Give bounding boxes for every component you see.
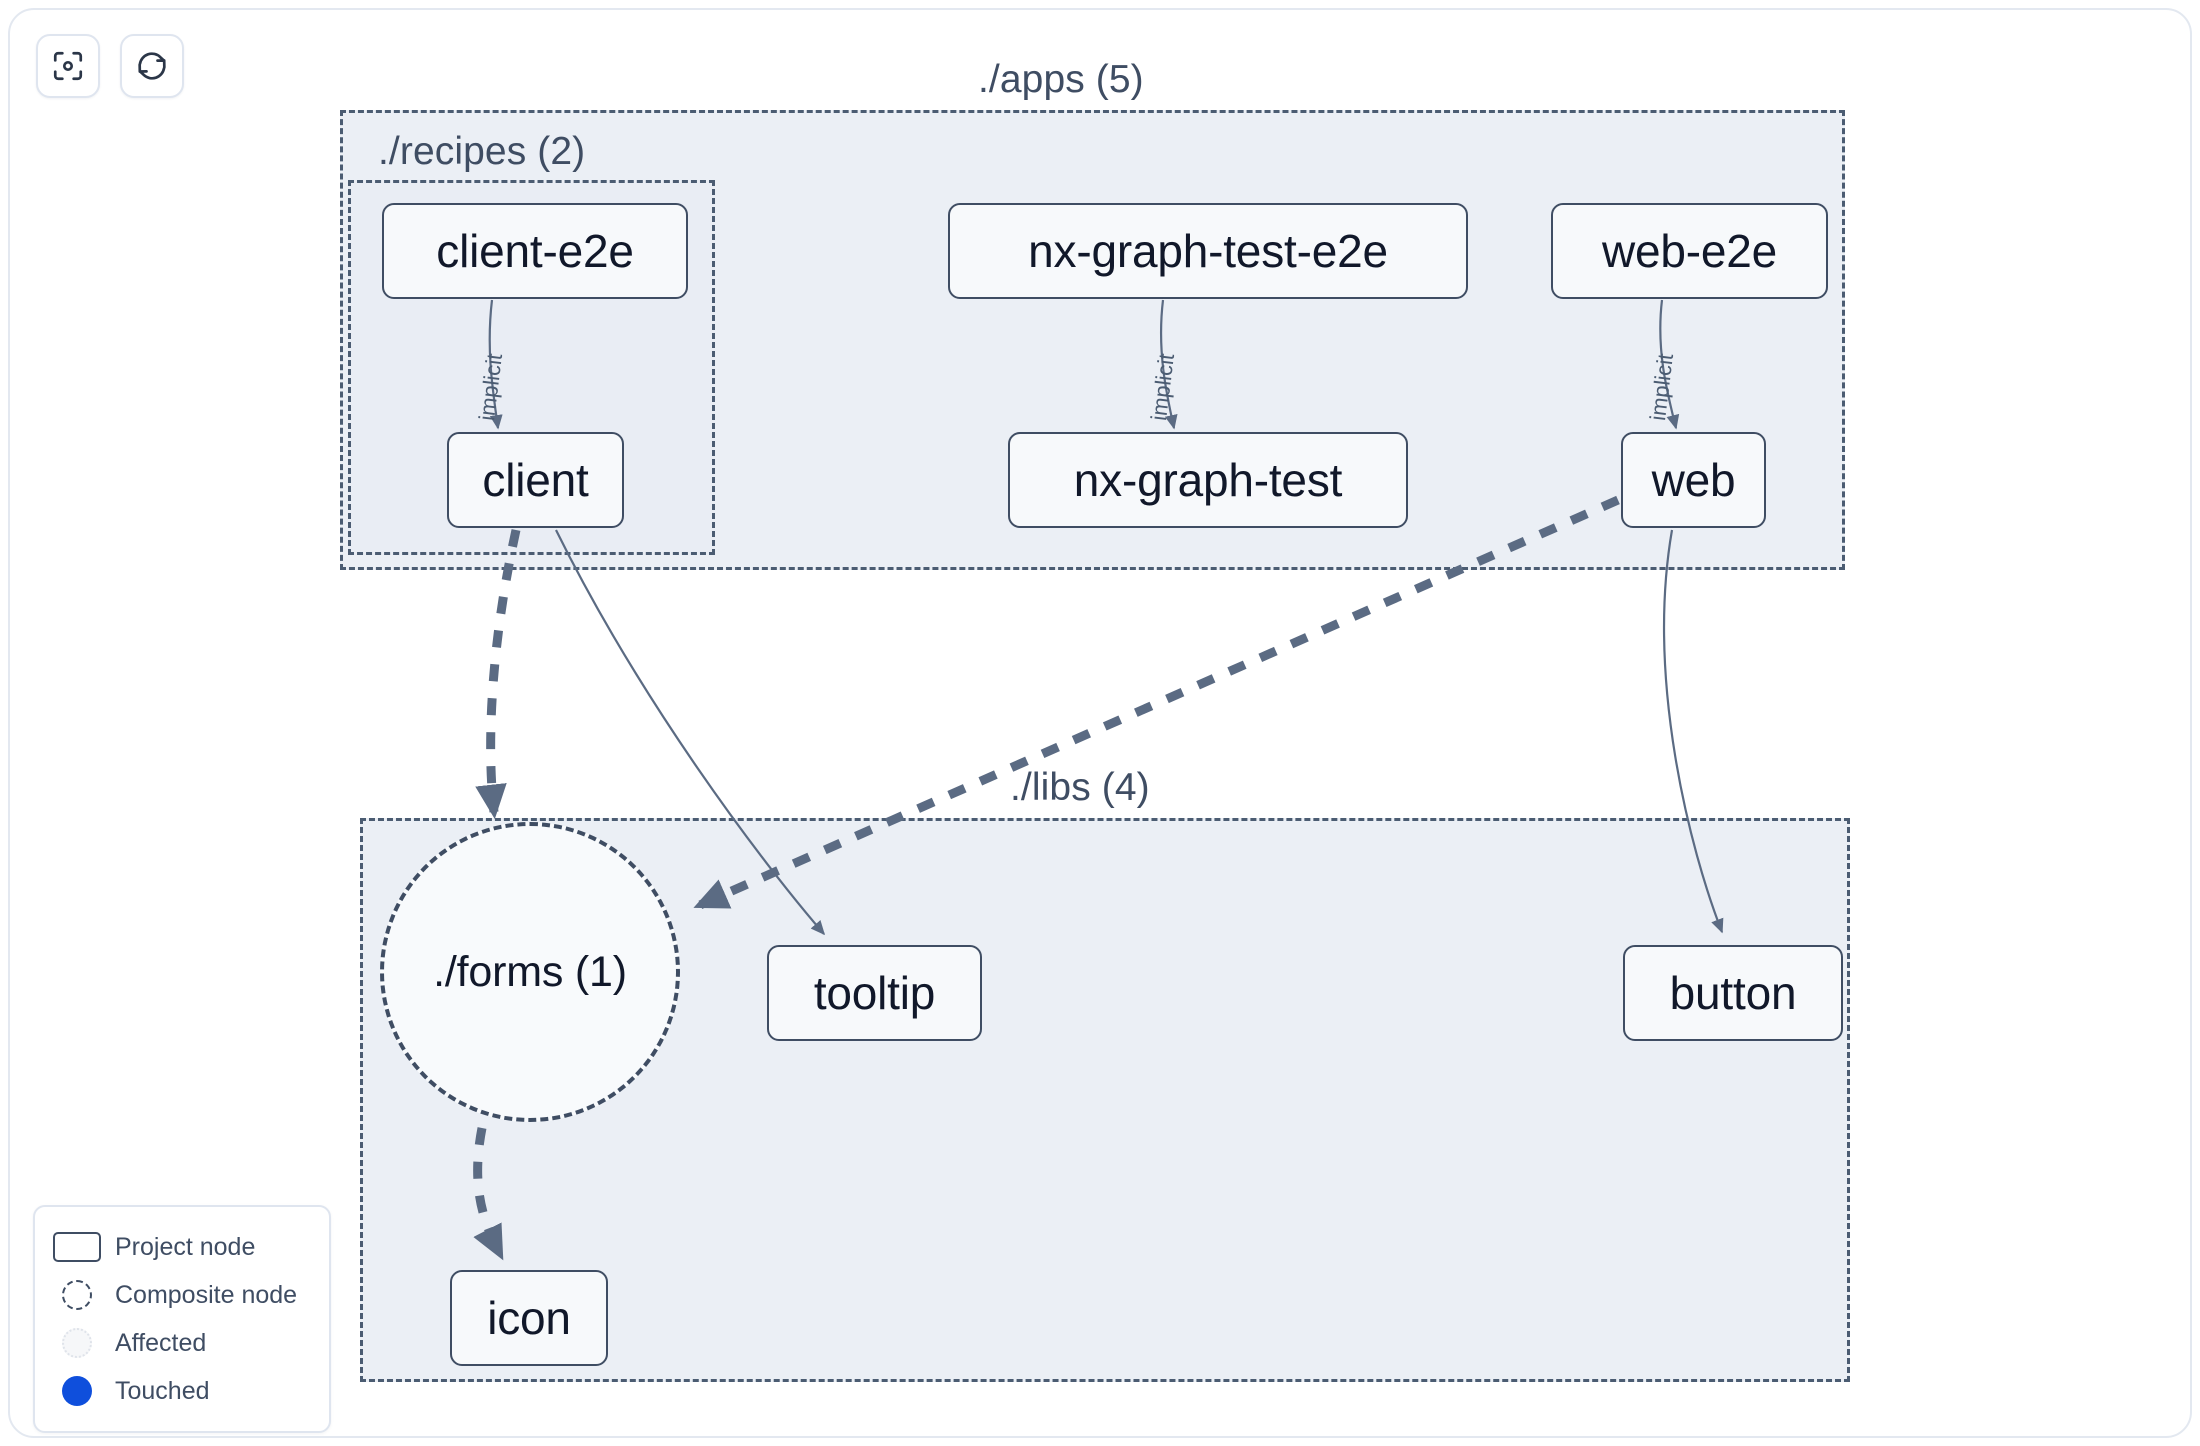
node-client[interactable]: client xyxy=(447,432,624,528)
legend-label-project-node: Project node xyxy=(115,1232,256,1261)
composite-node-icon xyxy=(49,1280,105,1310)
refresh-icon xyxy=(135,49,169,83)
node-web-e2e[interactable]: web-e2e xyxy=(1551,203,1828,299)
node-button[interactable]: button xyxy=(1623,945,1843,1041)
group-label-libs: ./libs (4) xyxy=(1010,766,1150,809)
legend-item-affected: Affected xyxy=(49,1319,313,1367)
legend-item-composite-node: Composite node xyxy=(49,1271,313,1319)
node-nx-graph-test[interactable]: nx-graph-test xyxy=(1008,432,1408,528)
node-tooltip[interactable]: tooltip xyxy=(767,945,982,1041)
graph-legend: Project node Composite node Affected Tou… xyxy=(33,1205,331,1433)
project-node-icon xyxy=(49,1232,105,1262)
legend-label-affected: Affected xyxy=(115,1328,207,1357)
legend-label-touched: Touched xyxy=(115,1376,210,1405)
focus-icon xyxy=(51,49,85,83)
node-icon[interactable]: icon xyxy=(450,1270,608,1366)
group-label-recipes: ./recipes (2) xyxy=(378,130,586,173)
node-forms-composite[interactable]: ./forms (1) xyxy=(380,822,680,1122)
touched-node-icon xyxy=(49,1376,105,1406)
legend-item-touched: Touched xyxy=(49,1367,313,1415)
legend-label-composite-node: Composite node xyxy=(115,1280,298,1309)
node-web[interactable]: web xyxy=(1621,432,1766,528)
focus-graph-button[interactable] xyxy=(36,34,100,98)
node-client-e2e[interactable]: client-e2e xyxy=(382,203,688,299)
refresh-graph-button[interactable] xyxy=(120,34,184,98)
node-nx-graph-test-e2e[interactable]: nx-graph-test-e2e xyxy=(948,203,1468,299)
affected-node-icon xyxy=(49,1328,105,1358)
graph-toolbar xyxy=(36,34,184,98)
legend-item-project-node: Project node xyxy=(49,1223,313,1271)
edge-client-to-forms xyxy=(475,529,521,820)
group-label-apps: ./apps (5) xyxy=(978,58,1144,101)
